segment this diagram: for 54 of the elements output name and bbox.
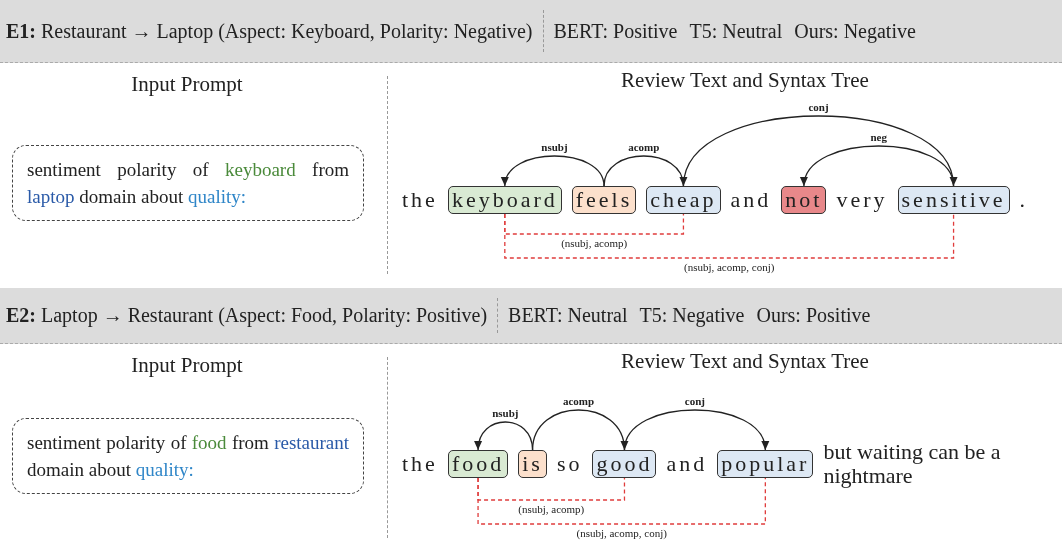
section-title: Review Text and Syntax Tree xyxy=(621,68,869,93)
header-text: E1: Restaurant → Laptop (Aspect: Keyboard, Polarity: Negative) xyxy=(5,19,534,43)
connector-line xyxy=(504,213,685,235)
sentence-word: but waiting can be a nightmare xyxy=(823,440,1002,488)
sentence-word: the xyxy=(402,451,438,477)
dependency-arc xyxy=(802,145,955,187)
dependency-arc xyxy=(623,409,768,451)
header-text: E2: Laptop → Restaurant (Aspect: Food, Polarity: Positive) xyxy=(5,304,489,327)
dependency-arc xyxy=(682,115,956,187)
edge-label: nsubj xyxy=(539,141,570,153)
sentence-word: . xyxy=(1019,187,1029,213)
prompt-box xyxy=(12,418,364,494)
section-title: Input Prompt xyxy=(131,72,243,97)
dependency-arc xyxy=(475,421,534,451)
result-text: T5: Neutral xyxy=(688,19,784,43)
token-box: popular xyxy=(717,450,814,478)
token-box: keyboard xyxy=(447,186,562,214)
connector-line xyxy=(477,477,766,525)
edge-label: (nsubj, acomp) xyxy=(516,503,587,515)
token-box: feels xyxy=(571,186,637,214)
header-band xyxy=(0,0,1062,63)
dependency-arc xyxy=(502,155,605,187)
sentence-word: so xyxy=(556,451,583,477)
section-title: Review Text and Syntax Tree xyxy=(621,349,869,374)
dependency-arc xyxy=(531,409,628,451)
header-band xyxy=(0,288,1062,344)
connector-line xyxy=(504,213,955,259)
sentence-word: the xyxy=(402,187,438,213)
sentence-word: and xyxy=(666,451,708,477)
edge-label: nsubj xyxy=(490,407,521,419)
token-box: not xyxy=(781,186,827,214)
sentence-word: and xyxy=(730,187,772,213)
edge-label: conj xyxy=(806,101,831,113)
edge-label: conj xyxy=(682,395,707,407)
prompt-text: sentiment polarity of food from restaurant domain about quality: xyxy=(27,431,349,482)
result-text: BERT: Positive xyxy=(552,19,679,43)
section-title: Input Prompt xyxy=(131,353,243,378)
prompt-text: sentiment polarity of keyboard from laptop domain about quality: xyxy=(27,158,349,209)
token-box: food xyxy=(447,450,509,478)
connector-line xyxy=(477,477,626,501)
token-box: is xyxy=(518,450,547,478)
token-box: good xyxy=(592,450,657,478)
result-text: Ours: Positive xyxy=(755,304,872,327)
edge-label: (nsubj, acomp) xyxy=(559,237,630,249)
dependency-arc xyxy=(603,155,686,187)
sentence-word: very xyxy=(836,187,888,213)
result-text: T5: Negative xyxy=(638,304,746,327)
prompt-box xyxy=(12,145,364,221)
token-box: sensitive xyxy=(897,186,1010,214)
result-text: BERT: Neutral xyxy=(507,304,629,327)
result-text: Ours: Negative xyxy=(793,19,917,43)
edge-label: (nsubj, acomp, conj) xyxy=(681,261,777,273)
edge-label: (nsubj, acomp, conj) xyxy=(574,527,669,539)
token-box: cheap xyxy=(646,186,721,214)
